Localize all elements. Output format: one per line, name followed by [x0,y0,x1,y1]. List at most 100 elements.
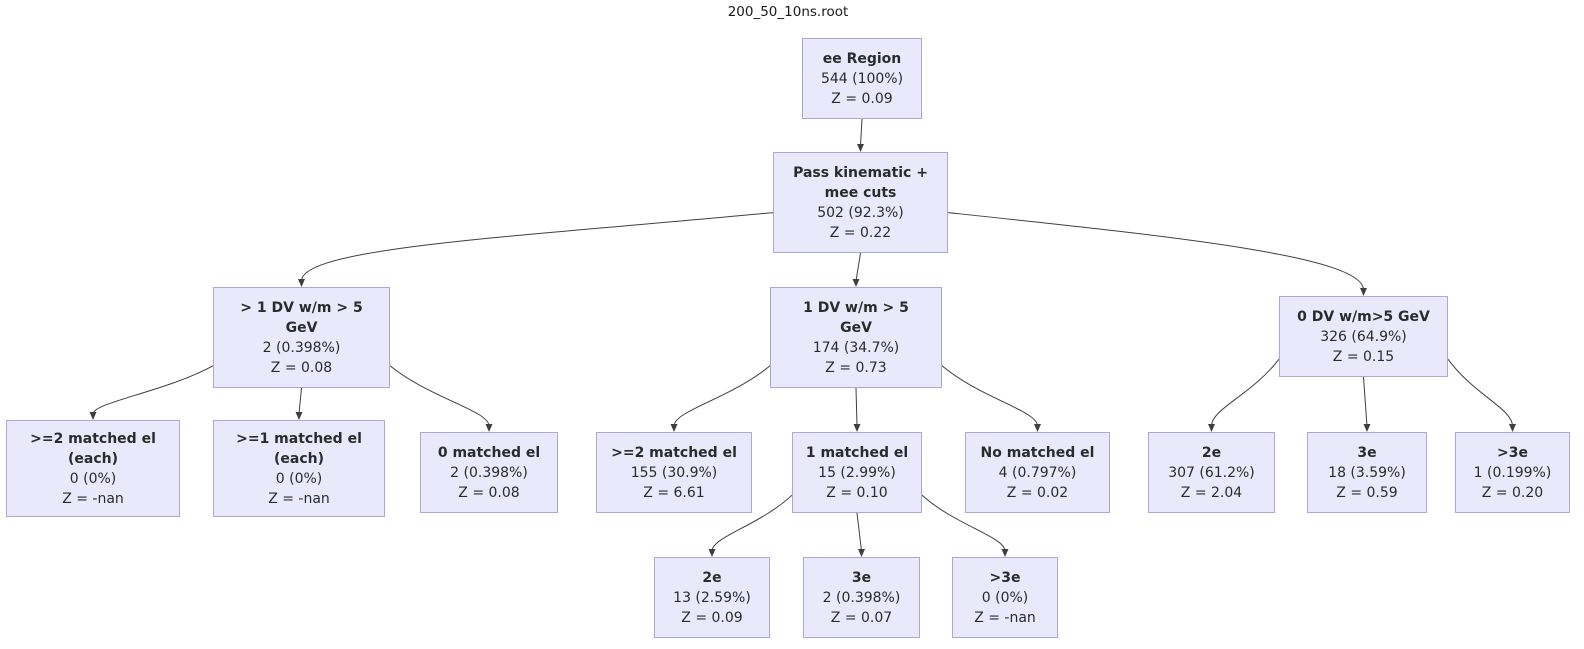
edge-zero-dv-to-dv0-3e [1363,376,1368,427]
edge-ee-region-to-pass-kinematic [860,118,863,147]
node-stat-line: 18 (3.59%) [1328,464,1406,481]
node-stat-line: Z = 0.07 [830,609,893,626]
node-stat-line: 13 (2.59%) [673,589,751,606]
arrowhead-icon [670,424,678,432]
arrowhead-icon [853,424,861,432]
node-ge1-matched-each: >=1 matched el(each)0 (0%)Z = -nan [213,420,385,517]
arrowhead-icon [1363,424,1371,432]
node-title-line: 1 matched el [805,444,909,461]
node-stat-line: Z = -nan [268,490,330,507]
node-m1-3e: 3e 2 (0.398%) Z = 0.07 [803,557,920,638]
edge-one-matched-to-m1-gt3e [921,494,1006,552]
node-title-line: 1 DV w/m > 5 [803,299,909,316]
node-stat-line: Z = 0.20 [1481,484,1544,501]
node-zero-matched: 0 matched el 2 (0.398%) Z = 0.08 [420,432,558,513]
node-m1-gt3e: >3e 0 (0%) Z = -nan [952,557,1058,638]
arrowhead-icon [708,549,716,557]
node-title-line: ee Region [822,50,902,67]
edge-pass-kinematic-to-gt1-dv [301,212,774,282]
node-dv0-gt3e: >3e 1 (0.199%) Z = 0.20 [1455,432,1570,513]
node-stat-line: 307 (61.2%) [1168,464,1255,481]
node-ee-region: ee Region 544 (100%) Z = 0.09 [802,38,922,119]
node-stat-line: Z = 6.61 [643,484,705,501]
arrowhead-icon [1509,424,1516,432]
node-stat-line: 0 (0%) [69,470,117,487]
node-ge2-matched: >=2 matched el 155 (30.9%) Z = 6.61 [596,432,752,513]
edge-one-matched-to-m1-3e [856,512,862,552]
node-stat-line: Z = -nan [62,490,124,507]
node-title-line: Pass kinematic + [793,164,928,181]
node-title-line: 2e [1201,444,1222,461]
node-stat-line: 1 (0.199%) [1473,464,1552,481]
edge-one-dv-to-no-matched [941,365,1038,427]
node-stat-line: 2 (0.398%) [262,339,341,356]
arrowhead-icon [1360,288,1367,296]
arrowhead-icon [485,424,493,432]
graph-title: 200_50_10ns.root [727,4,849,20]
node-stat-line: 0 (0%) [275,470,323,487]
node-title-line: 0 matched el [437,444,541,461]
node-stat-line: Z = 0.09 [681,609,743,626]
edge-zero-dv-to-dv0-gt3e [1447,358,1513,427]
node-title-line: mee cuts [824,184,897,201]
node-title-line: (each) [67,450,118,467]
arrowhead-icon [298,279,305,287]
arrowhead-icon [852,279,860,287]
arrowhead-icon [1034,424,1041,432]
arrowhead-icon [1001,549,1009,557]
node-stat-line: Z = 0.09 [831,90,893,107]
edge-pass-kinematic-to-one-dv [855,252,861,282]
edge-one-dv-to-one-matched [855,387,858,427]
node-title-line: GeV [840,319,872,336]
node-stat-line: Z = 0.08 [458,484,520,501]
node-stat-line: 0 (0%) [981,589,1029,606]
node-stat-line: Z = 0.59 [1336,484,1398,501]
edge-zero-dv-to-dv0-2e [1211,358,1280,427]
node-stat-line: Z = 0.08 [270,359,333,376]
arrowhead-icon [295,412,303,420]
node-one-matched: 1 matched el 15 (2.99%) Z = 0.10 [792,432,922,513]
node-stat-line: 2 (0.398%) [822,589,901,606]
node-title-line: 3e [851,569,872,586]
node-title-line: > 1 DV w/m > 5 [240,299,363,316]
node-title-line: >=2 matched el [611,444,737,461]
node-stat-line: 174 (34.7%) [812,339,900,356]
arrowhead-icon [89,412,97,420]
node-stat-line: 4 (0.797%) [998,464,1077,481]
node-title-line: 3e [1357,444,1377,461]
arrowhead-icon [858,549,865,557]
node-stat-line: 15 (2.99%) [818,464,896,481]
node-stat-line: Z = 0.10 [826,484,888,501]
node-stat-line: Z = 0.15 [1332,348,1395,365]
node-stat-line: 2 (0.398%) [450,464,528,481]
node-title-line: 0 DV w/m>5 GeV [1297,308,1430,325]
node-stat-line: 326 (64.9%) [1320,328,1407,345]
node-stat-line: 544 (100%) [820,70,904,87]
arrowhead-icon [1208,424,1215,432]
node-title-line: >3e [989,569,1021,586]
node-dv0-3e: 3e 18 (3.59%) Z = 0.59 [1307,432,1427,513]
node-ge2-matched-each: >=2 matched el(each)0 (0%)Z = -nan [6,420,180,517]
node-title-line: GeV [285,319,318,336]
node-title-line: No matched el [980,444,1095,461]
node-stat-line: Z = -nan [974,609,1036,626]
node-m1-2e: 2e 13 (2.59%) Z = 0.09 [654,557,770,638]
node-stat-line: Z = 2.04 [1180,484,1243,501]
node-title-line: >=1 matched el [236,430,362,447]
edge-gt1-dv-to-ge2-matched-each [92,365,214,415]
node-gt1-dv: > 1 DV w/m > 5 GeV 2 (0.398%) Z = 0.08 [213,287,390,388]
node-dv0-2e: 2e 307 (61.2%) Z = 2.04 [1148,432,1275,513]
node-zero-dv: 0 DV w/m>5 GeV 326 (64.9%) Z = 0.15 [1279,296,1448,377]
edge-gt1-dv-to-ge1-matched-each [298,387,302,415]
arrowhead-icon [857,144,864,152]
edge-one-matched-to-m1-2e [711,494,793,552]
node-stat-line: 502 (92.3%) [817,204,904,221]
node-stat-line: 155 (30.9%) [630,464,718,481]
edge-pass-kinematic-to-zero-dv [947,212,1364,291]
node-title-line: 2e [702,569,722,586]
edge-one-dv-to-ge2-matched [673,365,771,427]
node-title-line: >3e [1497,444,1528,461]
